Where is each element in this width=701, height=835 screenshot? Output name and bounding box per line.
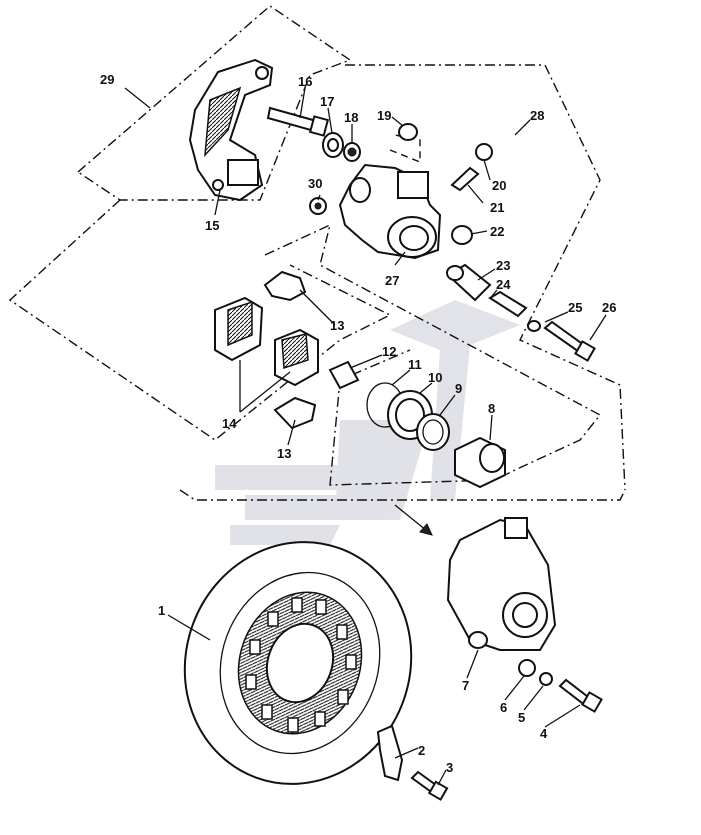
label-16: 16 [298,74,312,89]
part-19-cap [398,123,418,141]
label-9: 9 [455,381,462,396]
part-7-assembled-caliper [446,517,557,651]
part-20-cap [475,143,493,161]
boundary-pads [8,199,392,441]
label-12: 12 [382,344,396,359]
label-27: 27 [385,273,399,288]
label-20: 20 [492,178,506,193]
label-2: 2 [418,743,425,758]
part-13-clip-upper [263,270,307,302]
part-14-pad-left [214,296,264,362]
label-10: 10 [428,370,442,385]
label-6: 6 [500,700,507,715]
part-6-nut [518,659,536,677]
part-18-nut [343,142,361,162]
label-1: 1 [158,603,165,618]
part-22-cap [451,225,473,245]
part-16-bolt [266,106,330,137]
part-8-piston [454,436,506,489]
label-23: 23 [496,258,510,273]
part-25-washer [527,320,541,332]
part-1-brake-disc [183,541,413,785]
label-3: 3 [446,760,453,775]
part-13-clip-lower [273,396,317,430]
assembly-boundaries [8,5,626,501]
label-22: 22 [490,224,504,239]
part-9-ring [416,413,450,451]
label-17: 17 [320,94,334,109]
label-13-lower: 13 [277,446,291,461]
label-30: 30 [308,176,322,191]
watermark-logo [215,300,520,545]
boundary-28 [345,64,626,491]
part-29-bracket [188,58,274,202]
label-19: 19 [377,108,391,123]
part-23-guide-pin [446,263,492,302]
boundary-bottom [179,489,626,501]
label-21: 21 [490,200,504,215]
part-14-pad-right [274,328,319,387]
label-29: 29 [100,72,114,87]
label-8: 8 [488,401,495,416]
label-24: 24 [496,277,511,292]
part-12-shim [328,360,360,390]
label-13-upper: 13 [330,318,344,333]
part-5-washer [539,672,553,686]
label-28: 28 [530,108,544,123]
part-2-bracket [376,724,404,782]
label-11: 11 [408,357,422,372]
label-7: 7 [462,678,469,693]
label-4: 4 [540,726,548,741]
label-26: 26 [602,300,616,315]
part-21-bleed-valve [450,166,480,192]
part-26-bolt [543,320,596,362]
part-3-bolt [410,770,449,801]
part-17-bushing [322,132,344,158]
label-25: 25 [568,300,582,315]
boundary-small [389,134,421,164]
part-24-pin [488,290,528,318]
assembly-arrow [394,504,433,536]
leader-lines [124,87,607,786]
label-18: 18 [344,110,358,125]
label-5: 5 [518,710,525,725]
boundary-inner [264,223,602,486]
part-30-nut [309,197,327,215]
part-labels: 29 16 17 18 19 28 20 21 22 30 15 27 23 2… [100,72,616,775]
label-14: 14 [222,416,237,431]
part-27-caliper-housing [338,163,442,260]
part-4-bolt [558,678,603,713]
label-15: 15 [205,218,219,233]
